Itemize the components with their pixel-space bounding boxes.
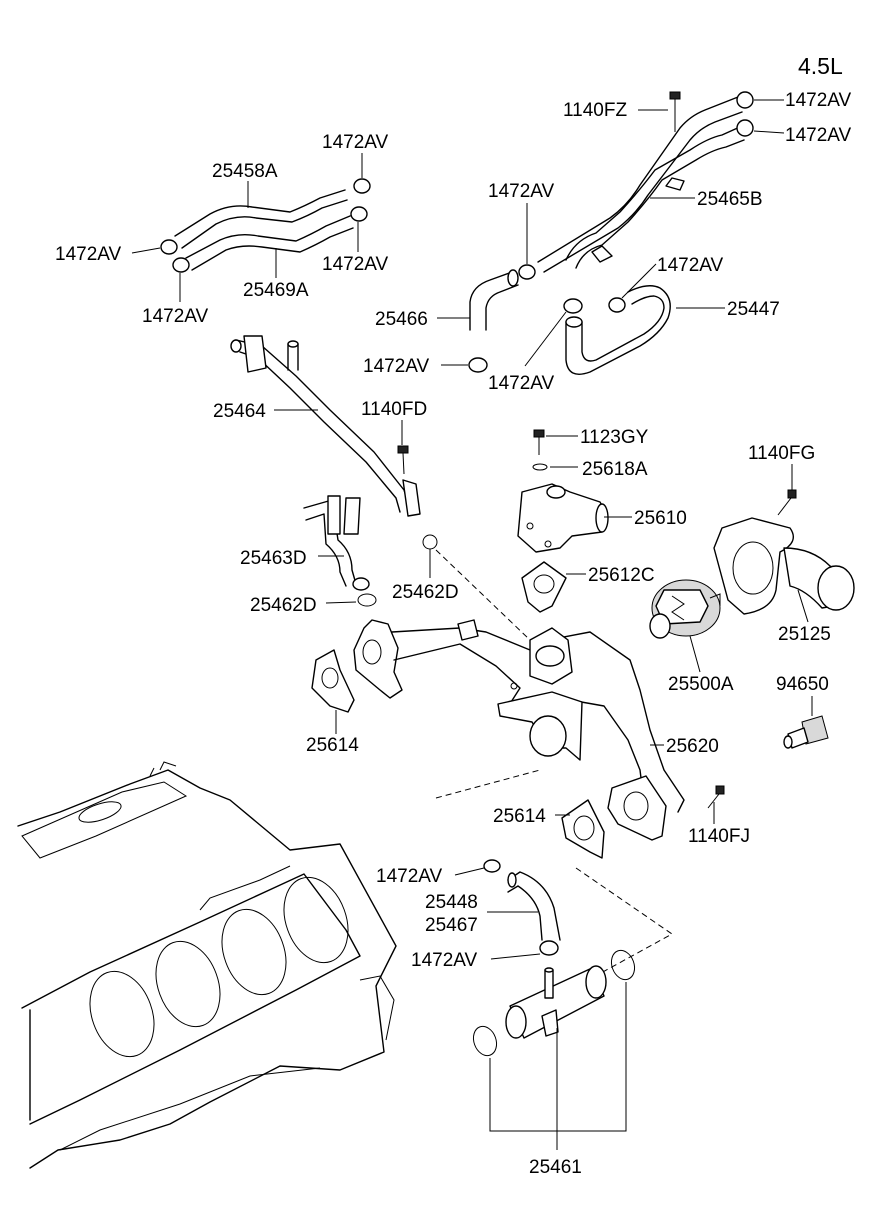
label-clamp-1472av: 1472AV [488, 373, 555, 394]
pipe-25464[interactable] [230, 335, 421, 517]
pipe-25465b[interactable] [537, 96, 745, 273]
clamp-icon [160, 178, 371, 273]
bolt-icon [669, 91, 681, 132]
label-clamp-1472av: 1472AV [785, 90, 852, 111]
label-25463d: 25463D [240, 548, 307, 569]
label-clamp-1472av: 1472AV [322, 254, 389, 275]
bolt-icon [533, 429, 545, 455]
label-25614: 25614 [493, 806, 546, 827]
label-25614: 25614 [306, 735, 359, 756]
label-clamp-1472av: 1472AV [322, 132, 389, 153]
sensor-94650[interactable] [783, 715, 829, 749]
fitting-25125[interactable] [713, 517, 855, 615]
clamp-icon [483, 859, 559, 956]
manifold-25620[interactable] [353, 619, 685, 841]
gasket-25614[interactable] [311, 649, 355, 713]
engine-block [17, 761, 397, 1169]
gasket-25614[interactable] [561, 799, 605, 859]
label-25620: 25620 [666, 736, 719, 757]
label-25469a: 25469A [243, 280, 309, 301]
hose-25469a[interactable] [185, 215, 354, 271]
clamp-icon [468, 357, 488, 373]
label-25448: 25448 [425, 892, 478, 913]
housing-25610[interactable] [517, 483, 609, 553]
label-clamp-1472av: 1472AV [363, 356, 430, 377]
label-1123gy: 1123GY [580, 427, 649, 448]
label-25610: 25610 [634, 508, 687, 529]
label-25464: 25464 [213, 401, 266, 422]
label-25465b: 25465B [697, 189, 763, 210]
label-clamp-1472av: 1472AV [411, 950, 478, 971]
hose-25447[interactable] [565, 285, 671, 375]
label-25447: 25447 [727, 299, 780, 320]
label-25467: 25467 [425, 915, 478, 936]
label-25618a: 25618A [582, 459, 648, 480]
label-25500a: 25500A [668, 674, 734, 695]
label-1140fd: 1140FD [361, 399, 427, 420]
label-25466: 25466 [375, 309, 428, 330]
label-25461: 25461 [529, 1157, 582, 1178]
engine-variant-title: 4.5L [798, 53, 843, 79]
label-25125: 25125 [778, 624, 831, 645]
clamp-icon [518, 91, 754, 280]
label-clamp-1472av: 1472AV [142, 306, 209, 327]
label-25458a: 25458A [212, 161, 278, 182]
o-ring-icon [532, 463, 548, 471]
label-clamp-1472av: 1472AV [657, 255, 724, 276]
label-clamp-1472av: 1472AV [376, 866, 443, 887]
label-clamp-1472av: 1472AV [785, 125, 852, 146]
label-clamp-1472av: 1472AV [55, 244, 122, 265]
label-25462d: 25462D [392, 582, 459, 603]
label-94650: 94650 [776, 674, 829, 695]
label-clamp-1472av: 1472AV [488, 181, 555, 202]
hose-25448[interactable] [507, 871, 561, 941]
bolt-icon [397, 445, 409, 475]
pipe-25463d[interactable] [303, 495, 370, 591]
label-25612c: 25612C [588, 565, 655, 586]
label-25462d: 25462D [250, 595, 317, 616]
hose-25458a[interactable] [174, 189, 348, 249]
pipe-25461[interactable] [505, 965, 607, 1039]
hose-25466[interactable] [469, 269, 519, 331]
gasket-25612c[interactable] [521, 561, 567, 613]
o-ring-icon [472, 949, 636, 1057]
bolt-icon [707, 785, 725, 809]
bolt-icon [777, 489, 797, 516]
label-1140fz: 1140FZ [563, 100, 627, 121]
thermostat-25500a[interactable] [649, 579, 721, 639]
label-1140fj: 1140FJ [688, 826, 750, 847]
clamp-icon [563, 297, 626, 314]
label-1140fg: 1140FG [748, 443, 815, 464]
